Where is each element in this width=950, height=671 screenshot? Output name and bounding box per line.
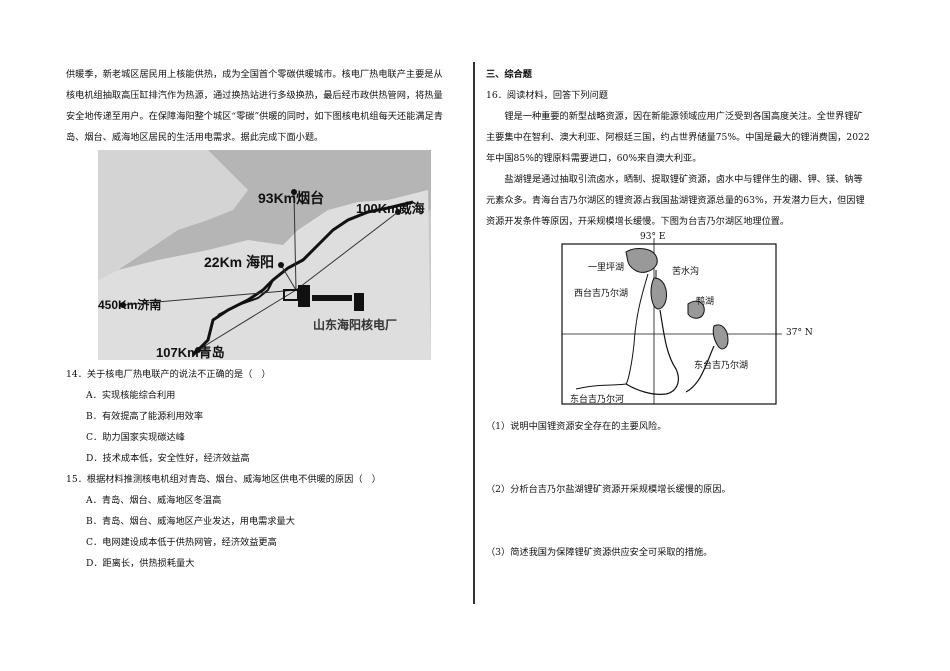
lake-map-graphic <box>561 238 782 405</box>
intro-line: 供暖季，新老城区居民用上核能供热，成为全国首个零碳供暖城市。核电厂热电联产主要是… <box>66 69 443 80</box>
latitude-label: 37° N <box>786 328 813 338</box>
map-label-weihai: 100Km威海 <box>356 201 425 216</box>
river-label-east-taijinaier-river: 东台吉乃尔河 <box>570 395 625 405</box>
left-column: 供暖季，新老城区居民用上核能供热，成为全国首个零碳供暖城市。核电厂热电联产主要是… <box>66 64 458 574</box>
material-line: 主要集中在智利、澳大利亚、阿根廷三国，约占世界储量75%。中国是最大的锂消费国，… <box>486 132 870 143</box>
map-label-yantai: 93Km烟台 <box>258 190 325 206</box>
right-column: 三、综合题 16．阅读材料，回答下列问题 锂是一种重要的新型战略资源，因在新能源… <box>486 64 886 563</box>
question-14-option: D．技术成本低，安全性好，经济效益高 <box>86 453 250 464</box>
lake-label-east-taijinaier: 东台吉乃尔湖 <box>694 361 749 371</box>
intro-line: 岛、烟台、威海地区居民的生活用电需求。据此完成下面小题。 <box>66 132 324 143</box>
material-line: 年中国85%的锂原料需要进口，60%来自澳大利亚。 <box>486 153 702 164</box>
question-16-stem: 16．阅读材料，回答下列问题 <box>486 90 608 101</box>
question-15-option: C．电网建设成本低于供热网管，经济效益更高 <box>86 537 277 548</box>
section-heading: 三、综合题 <box>486 69 532 80</box>
map-label-plant: 山东海阳核电厂 <box>313 318 398 332</box>
intro-line: 核电机组抽取高压缸排汽作为热源，通过换热站进行多级换热，最后经市政供热管网，将热… <box>66 90 443 101</box>
intro-line: 安全地传递至用户。在保障海阳整个城区“零碳”供暖的同时，如下图核电机组每天还能满… <box>66 111 443 122</box>
taijinaier-lake-map: 93° E 37° N 一里坪湖 西台吉乃尔湖 苦水沟 鸭湖 东台吉乃尔湖 东台… <box>556 232 813 412</box>
lake-label-yahu: 鸭湖 <box>696 297 715 307</box>
question-14-stem: 14．关于核电厂热电联产的说法不正确的是（ ） <box>66 369 271 380</box>
sub-question-3: （3）简述我国为保障锂矿资源供应安全可采取的措施。 <box>486 547 713 558</box>
question-15-stem: 15．根据材料推测核电机组对青岛、烟台、威海地区供电不供暖的原因（ ） <box>66 474 381 485</box>
sub-question-2: （2）分析台吉乃尔盐湖锂矿资源开采规模增长缓慢的原因。 <box>486 484 731 495</box>
material-line: 元素众多。青海台吉乃尔湖区的锂资源占我国盐湖锂资源总量的63%，开发潜力巨大，但… <box>486 195 865 206</box>
longitude-label: 93° E <box>640 232 666 242</box>
nuclear-plant-map: 93Km烟台 100Km威海 22Km 海阳 450Km济南 107Km青岛 山… <box>98 150 431 360</box>
nuclear-map-graphic <box>98 150 431 360</box>
question-15-option: A．青岛、烟台、威海地区冬温高 <box>86 495 222 506</box>
question-15-option: B．青岛、烟台、威海地区产业发达，用电需求量大 <box>86 516 295 527</box>
map-label-qingdao: 107Km青岛 <box>156 345 225 360</box>
column-divider <box>473 62 475 604</box>
question-15-option: D．距离长，供热损耗量大 <box>86 558 195 569</box>
map-label-haiyang: 22Km 海阳 <box>204 254 275 270</box>
question-14-option: C．助力国家实现碳达峰 <box>86 432 185 443</box>
sub-question-1: （1）说明中国锂资源安全存在的主要风险。 <box>486 421 667 432</box>
material-line: 锂是一种重要的新型战略资源，因在新能源领域应用广泛受到各国高度关注。全世界锂矿 <box>504 111 863 122</box>
river-label-kushuigou: 苦水沟 <box>672 267 700 277</box>
question-14-option: A．实现核能综合利用 <box>86 390 176 401</box>
map-label-jinan: 450Km济南 <box>98 298 162 312</box>
question-14-option: B．有效提高了能源利用效率 <box>86 411 204 422</box>
lake-label-yiliping: 一里坪湖 <box>588 263 625 273</box>
material-line: 资源开发条件等原因，开采规模增长缓慢。下图为台吉乃尔湖区地理位置。 <box>486 216 790 227</box>
material-line: 盐湖锂是通过抽取引流卤水，晒制、提取锂矿资源，卤水中与锂伴生的硼、钾、镁、钠等 <box>504 174 863 185</box>
lake-label-west-taijinaier: 西台吉乃尔湖 <box>574 289 629 299</box>
